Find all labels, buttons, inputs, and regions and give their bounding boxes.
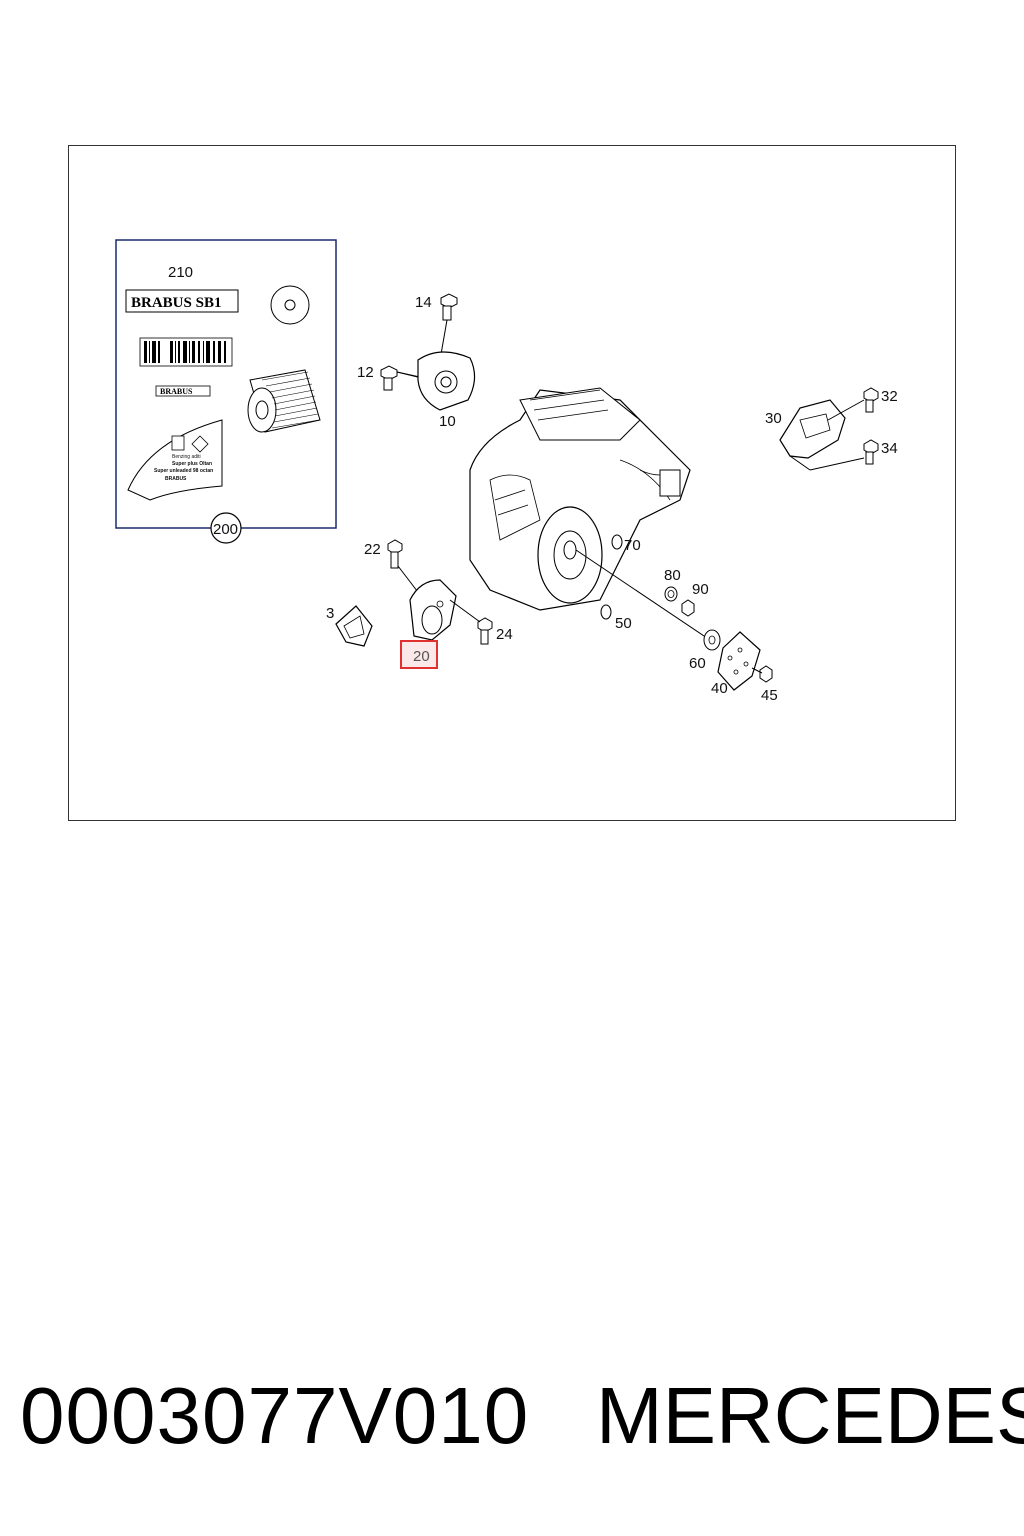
callout-12: 12: [357, 364, 374, 381]
drive-plate: [717, 631, 761, 691]
upper-engine-mount: 14 12 10: [357, 293, 476, 430]
callout-14: 14: [415, 294, 432, 311]
callout-210: 210: [168, 264, 193, 281]
callout-20-highlighted: 20: [413, 648, 430, 665]
brabus-logo: BRABUS SB1: [131, 295, 221, 311]
callout-45: 45: [761, 687, 778, 704]
callout-40: 40: [711, 680, 728, 697]
barcode: [144, 341, 226, 363]
engine-assembly: [469, 387, 711, 641]
kit-box: 210 BRABUS SB1 BRABUS: [115, 239, 337, 544]
sticker-line3: Super unleaded 98 octan: [154, 468, 213, 474]
callout-50: 50: [615, 615, 632, 632]
callout-34: 34: [881, 440, 898, 457]
callout-70: 70: [624, 537, 641, 554]
exploded-parts-diagram: 210 BRABUS SB1 BRABUS: [115, 239, 898, 704]
callout-60: 60: [689, 655, 706, 672]
sticker-line4: BRABUS: [165, 476, 187, 482]
callout-10: 10: [439, 413, 456, 430]
callout-80: 80: [664, 567, 681, 584]
callout-90: 90: [692, 581, 709, 598]
part-number: 0003077V010: [20, 1371, 530, 1460]
callout-24: 24: [496, 626, 513, 643]
lower-engine-mount: 22 24 3 20: [326, 539, 513, 669]
brabus-small-logo: BRABUS: [160, 387, 193, 396]
sticker-line1: Benzing aditi: [172, 454, 201, 460]
callout-22: 22: [364, 541, 381, 558]
sticker-line2: Super plus Oltan: [172, 461, 212, 467]
diagram-frame: [68, 145, 956, 821]
right-engine-bracket: 30 32 34: [765, 387, 898, 471]
brand-name: MERCEDES: [596, 1371, 1024, 1460]
callout-3: 3: [326, 605, 334, 622]
footer: 0003077V010 MERCEDES: [0, 1370, 1024, 1470]
highlight-box: [400, 640, 438, 669]
callout-200: 200: [213, 521, 238, 538]
filter-element: [247, 369, 321, 433]
callout-32: 32: [881, 388, 898, 405]
callout-30: 30: [765, 410, 782, 427]
